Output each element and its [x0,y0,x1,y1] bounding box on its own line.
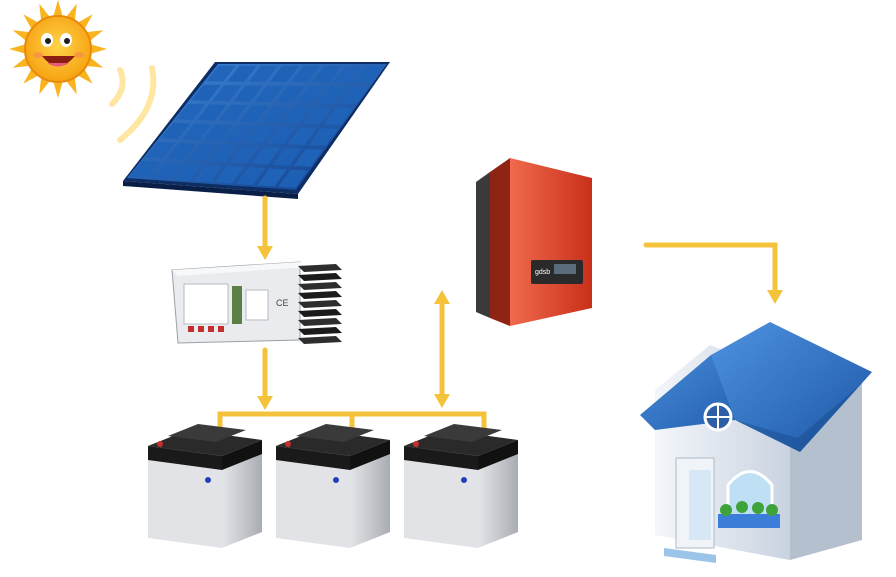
solar-cell [251,147,281,165]
solar-cell [209,144,239,162]
solar-cell [206,65,236,82]
solar-cell [293,149,323,167]
solar-cell [269,65,300,83]
battery-bank [148,424,518,548]
heatsink-fin [298,309,342,317]
solar-cell [339,86,369,104]
solar-cell [151,162,181,179]
sun-ray [53,0,63,16]
sun-ray [12,57,29,68]
solar-cell [224,125,254,142]
sun-ray [66,78,77,95]
sun-ray [78,69,93,84]
sun-ray [23,69,38,84]
sun-ray [39,3,50,20]
solar-cell [218,104,248,122]
solar-cell [311,65,342,83]
sun-ray [12,30,29,41]
solar-cell [354,65,384,83]
solar-cell [323,107,354,125]
solar-cell [227,65,257,82]
solar-cell [317,86,348,104]
smiling-sun-icon [9,0,107,98]
sun-rays [9,0,107,98]
inverter-to-house-line [643,242,778,295]
window-plants [720,501,778,516]
heatsink-fin [298,300,342,308]
heatsink-fin [298,291,342,299]
solar-cell [257,168,287,187]
solar-cell [130,160,160,178]
heatsink-fin [298,327,342,335]
solar-cell [193,164,224,182]
solar-cell [236,167,266,185]
battery-icon [404,424,518,548]
solar-cell [197,104,227,121]
solar-cell [166,142,197,160]
sun-ray [53,82,63,98]
solar-cell [296,86,327,103]
solar-cell [233,85,263,102]
solar-cell [230,146,260,164]
solar-cell [290,65,321,83]
sun-ray [39,78,50,95]
charge-controller-icon: CE [171,261,342,344]
inverter-icon: gdsb [476,158,592,326]
solar-cell [203,124,233,142]
solar-cell [302,107,333,125]
solar-cell [278,169,308,188]
solar-cell [145,141,175,159]
heatsink-fins [298,264,342,344]
heatsink-fin [298,273,342,281]
sun-ray [91,44,107,54]
solar-cell [266,126,296,144]
solar-cell [160,122,191,140]
battery-icon [148,424,262,548]
solar-cell [172,163,203,181]
solar-cell [275,85,305,103]
solar-cell [187,143,218,161]
solar-cell [308,128,339,146]
controller-terminals [188,326,224,332]
solar-cell [333,65,363,83]
sun-ray [23,14,38,29]
solar-cell [214,166,245,184]
arrowhead-down-battery [434,394,450,408]
solar-cell [281,106,311,124]
heatsink-fin [298,318,342,326]
solar-cell [260,105,290,123]
arrowhead-to-house [767,290,783,304]
sun-ray [9,44,25,54]
solar-cell [287,127,317,145]
sun-ray [87,30,104,41]
heatsink-fin [298,264,342,272]
battery-icon [276,424,390,548]
solar-panel-icon [123,62,390,199]
inverter-logo: gdsb [535,269,550,276]
arrowhead-to-battery [257,396,273,410]
ce-mark: CE [276,298,289,308]
solar-cell [191,84,221,101]
solar-cell [248,65,278,82]
solar-cell [245,125,275,143]
arrowhead-up-inverter [434,290,450,304]
solar-cell [181,123,212,141]
solar-cell [239,105,269,123]
solar-cell [272,148,302,166]
sun-ray [78,14,93,29]
solar-panel-cells [130,65,384,188]
solar-cell [212,85,242,102]
house-icon [640,322,872,563]
heatsink-fin [298,336,342,344]
heatsink-fin [298,282,342,290]
solar-cell [175,103,206,120]
sun-ray [87,57,104,68]
arrowhead-to-controller [257,246,273,260]
sunlight-waves [109,65,157,143]
solar-cell [254,85,284,103]
flow-arrowheads [257,246,783,410]
sun-ray [66,3,77,20]
